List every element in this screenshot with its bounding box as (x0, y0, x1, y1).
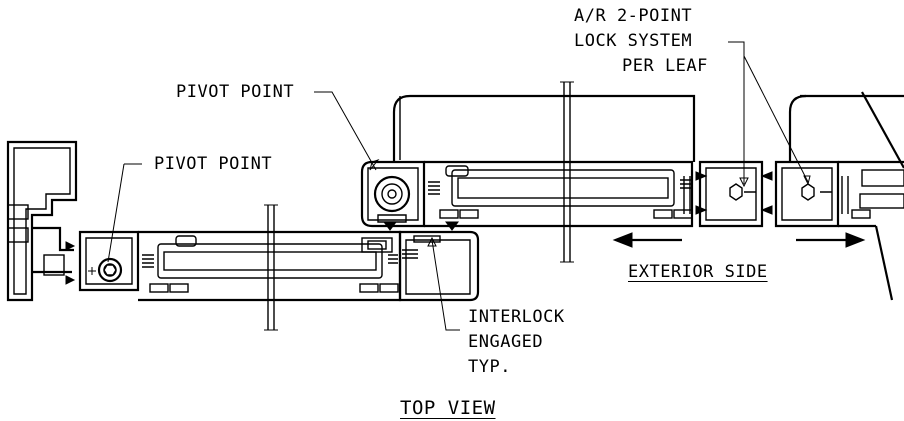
center-door-leaf (360, 81, 696, 263)
leader-lines (107, 41, 811, 331)
right-door-leaf (788, 91, 904, 301)
lock-stiles (683, 160, 849, 228)
interlock-label-line2: ENGAGED (468, 332, 544, 352)
jamb-frame (6, 140, 78, 302)
lock-system-label-line3: PER LEAF (622, 56, 708, 76)
interlock-label-line1: INTERLOCK (468, 307, 565, 327)
interlock-label-line3: TYP. (468, 357, 511, 377)
pivot-point-lower-label: PIVOT POINT (154, 154, 273, 174)
left-door-leaf (78, 204, 402, 331)
lock-system-label-line1: A/R 2-POINT (574, 6, 693, 26)
lock-system-label-line2: LOCK SYSTEM (574, 31, 693, 51)
exterior-direction-arrows (612, 232, 866, 248)
exterior-side-label: EXTERIOR SIDE (628, 262, 768, 282)
view-title: TOP VIEW (400, 397, 496, 419)
interlock-stile (361, 221, 480, 302)
pivot-point-upper-label: PIVOT POINT (176, 82, 295, 102)
